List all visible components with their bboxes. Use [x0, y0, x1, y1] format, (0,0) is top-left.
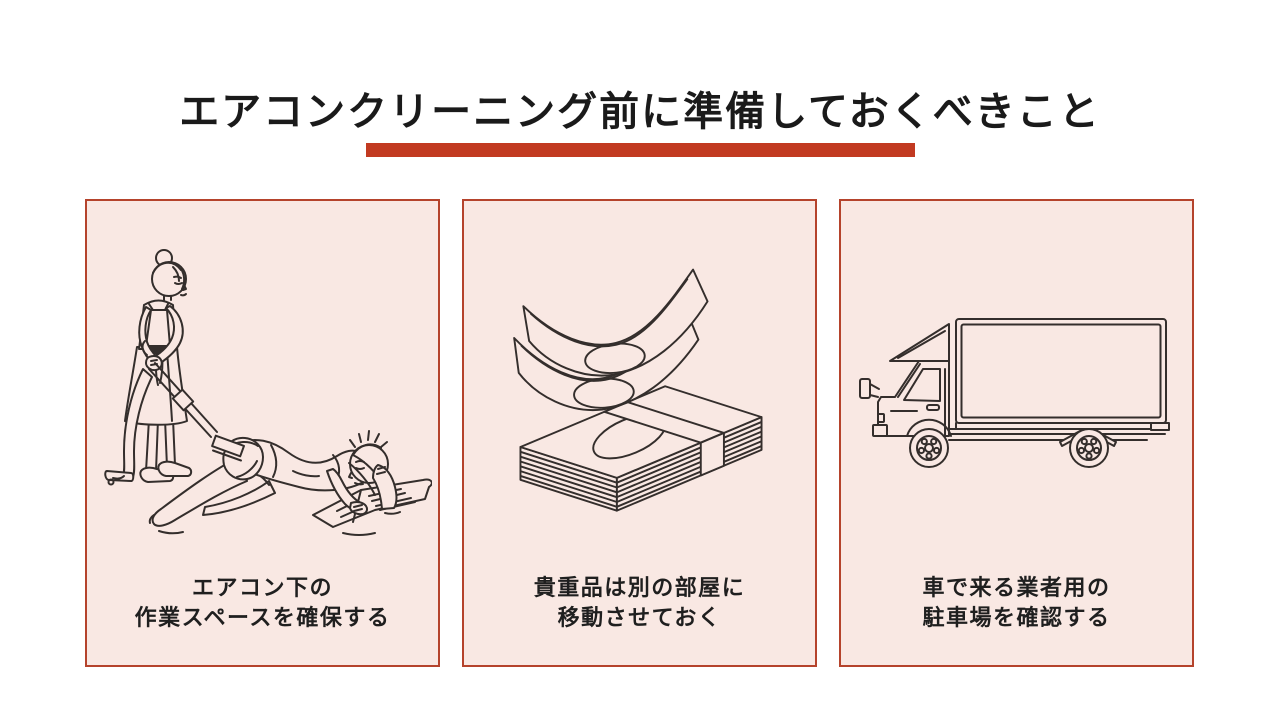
card-caption: 貴重品は別の部屋に 移動させておく — [464, 573, 815, 633]
caption-line-1: 車で来る業者用の — [922, 575, 1111, 600]
truck-cargo-box — [955, 318, 1167, 424]
card-valuables: 貴重品は別の部屋に 移動させておく — [462, 199, 817, 667]
title-underline-bar — [366, 143, 915, 157]
card-workspace: エアコン下の 作業スペースを確保する — [85, 199, 440, 667]
loose-bills — [513, 268, 709, 412]
caption-line-2: 移動させておく — [557, 605, 722, 630]
money-illustration — [513, 268, 763, 512]
card-caption: エアコン下の 作業スペースを確保する — [87, 573, 438, 633]
caption-line-1: 貴重品は別の部屋に — [533, 575, 746, 600]
caption-line-2: 作業スペースを確保する — [134, 605, 391, 630]
card-parking: 車で来る業者用の 駐車場を確認する — [839, 199, 1194, 667]
woman-figure — [104, 249, 245, 486]
man-figure — [148, 430, 432, 536]
side-mirror — [859, 378, 871, 399]
page-title: エアコンクリーニング前に準備しておくべきこと — [179, 89, 1101, 134]
caption-line-2: 駐車場を確認する — [922, 605, 1111, 630]
truck-cab — [859, 323, 950, 437]
vacuum-scene-illustration — [104, 249, 432, 536]
truck-front-wheel — [906, 418, 952, 468]
truck-rear-wheel — [1059, 428, 1117, 468]
card-row: エアコン下の 作業スペースを確保する — [85, 199, 1195, 667]
truck-chassis — [948, 422, 1170, 441]
truck-illustration — [859, 318, 1170, 468]
bill-stack — [519, 385, 763, 512]
card-caption: 車で来る業者用の 駐車場を確認する — [841, 573, 1192, 633]
caption-line-1: エアコン下の — [191, 575, 333, 600]
vacuum-cleaner-wand — [148, 362, 245, 462]
